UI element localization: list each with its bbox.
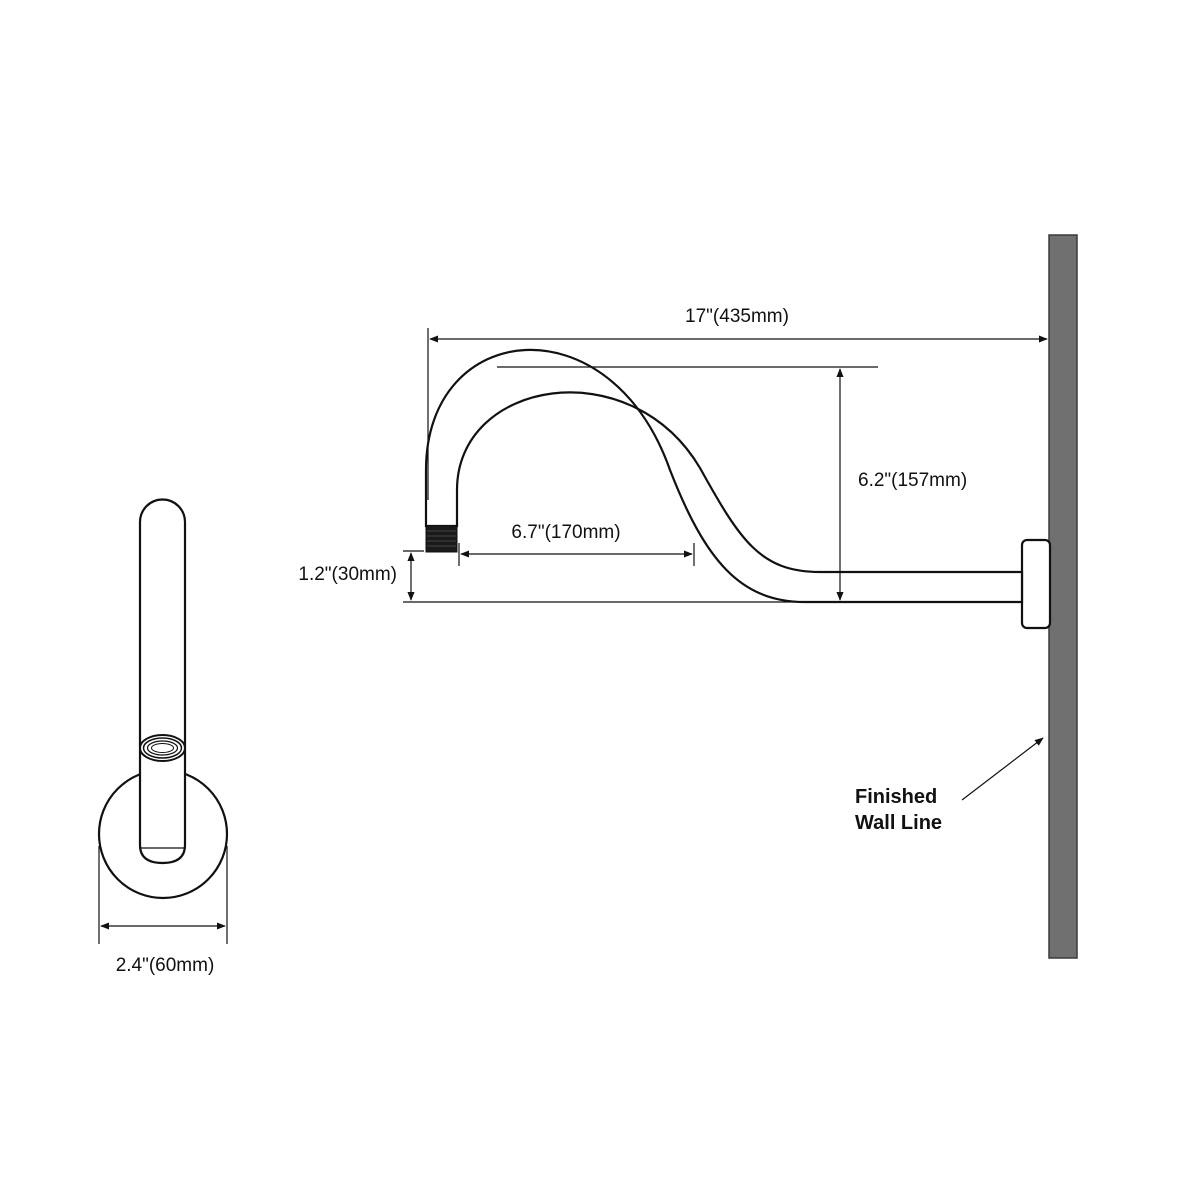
front-thread-ring [139,734,186,762]
side-view: 17"(435mm) 6.2"(157mm) 6.7"(170mm) 1.2"(… [298,234,1078,959]
rise-label: 6.2"(157mm) [858,470,967,491]
front-pipe [138,498,187,865]
flange-diameter-label: 2.4"(60mm) [116,955,215,976]
thread-end [425,525,458,553]
wall-callout-arrow [961,737,1044,801]
drop-label: 1.2"(30mm) [298,564,397,585]
reach-label: 6.7"(170mm) [511,522,620,543]
overall-length-label: 17"(435mm) [685,306,789,327]
wall [1048,234,1078,959]
wall-note-line1: Finished [855,786,937,808]
front-view: 2.4"(60mm) [97,498,229,976]
wall-flange [1020,538,1052,630]
gooseneck-arm [424,348,1024,604]
wall-note-line2: Wall Line [855,812,942,834]
thread-lines [427,530,456,547]
